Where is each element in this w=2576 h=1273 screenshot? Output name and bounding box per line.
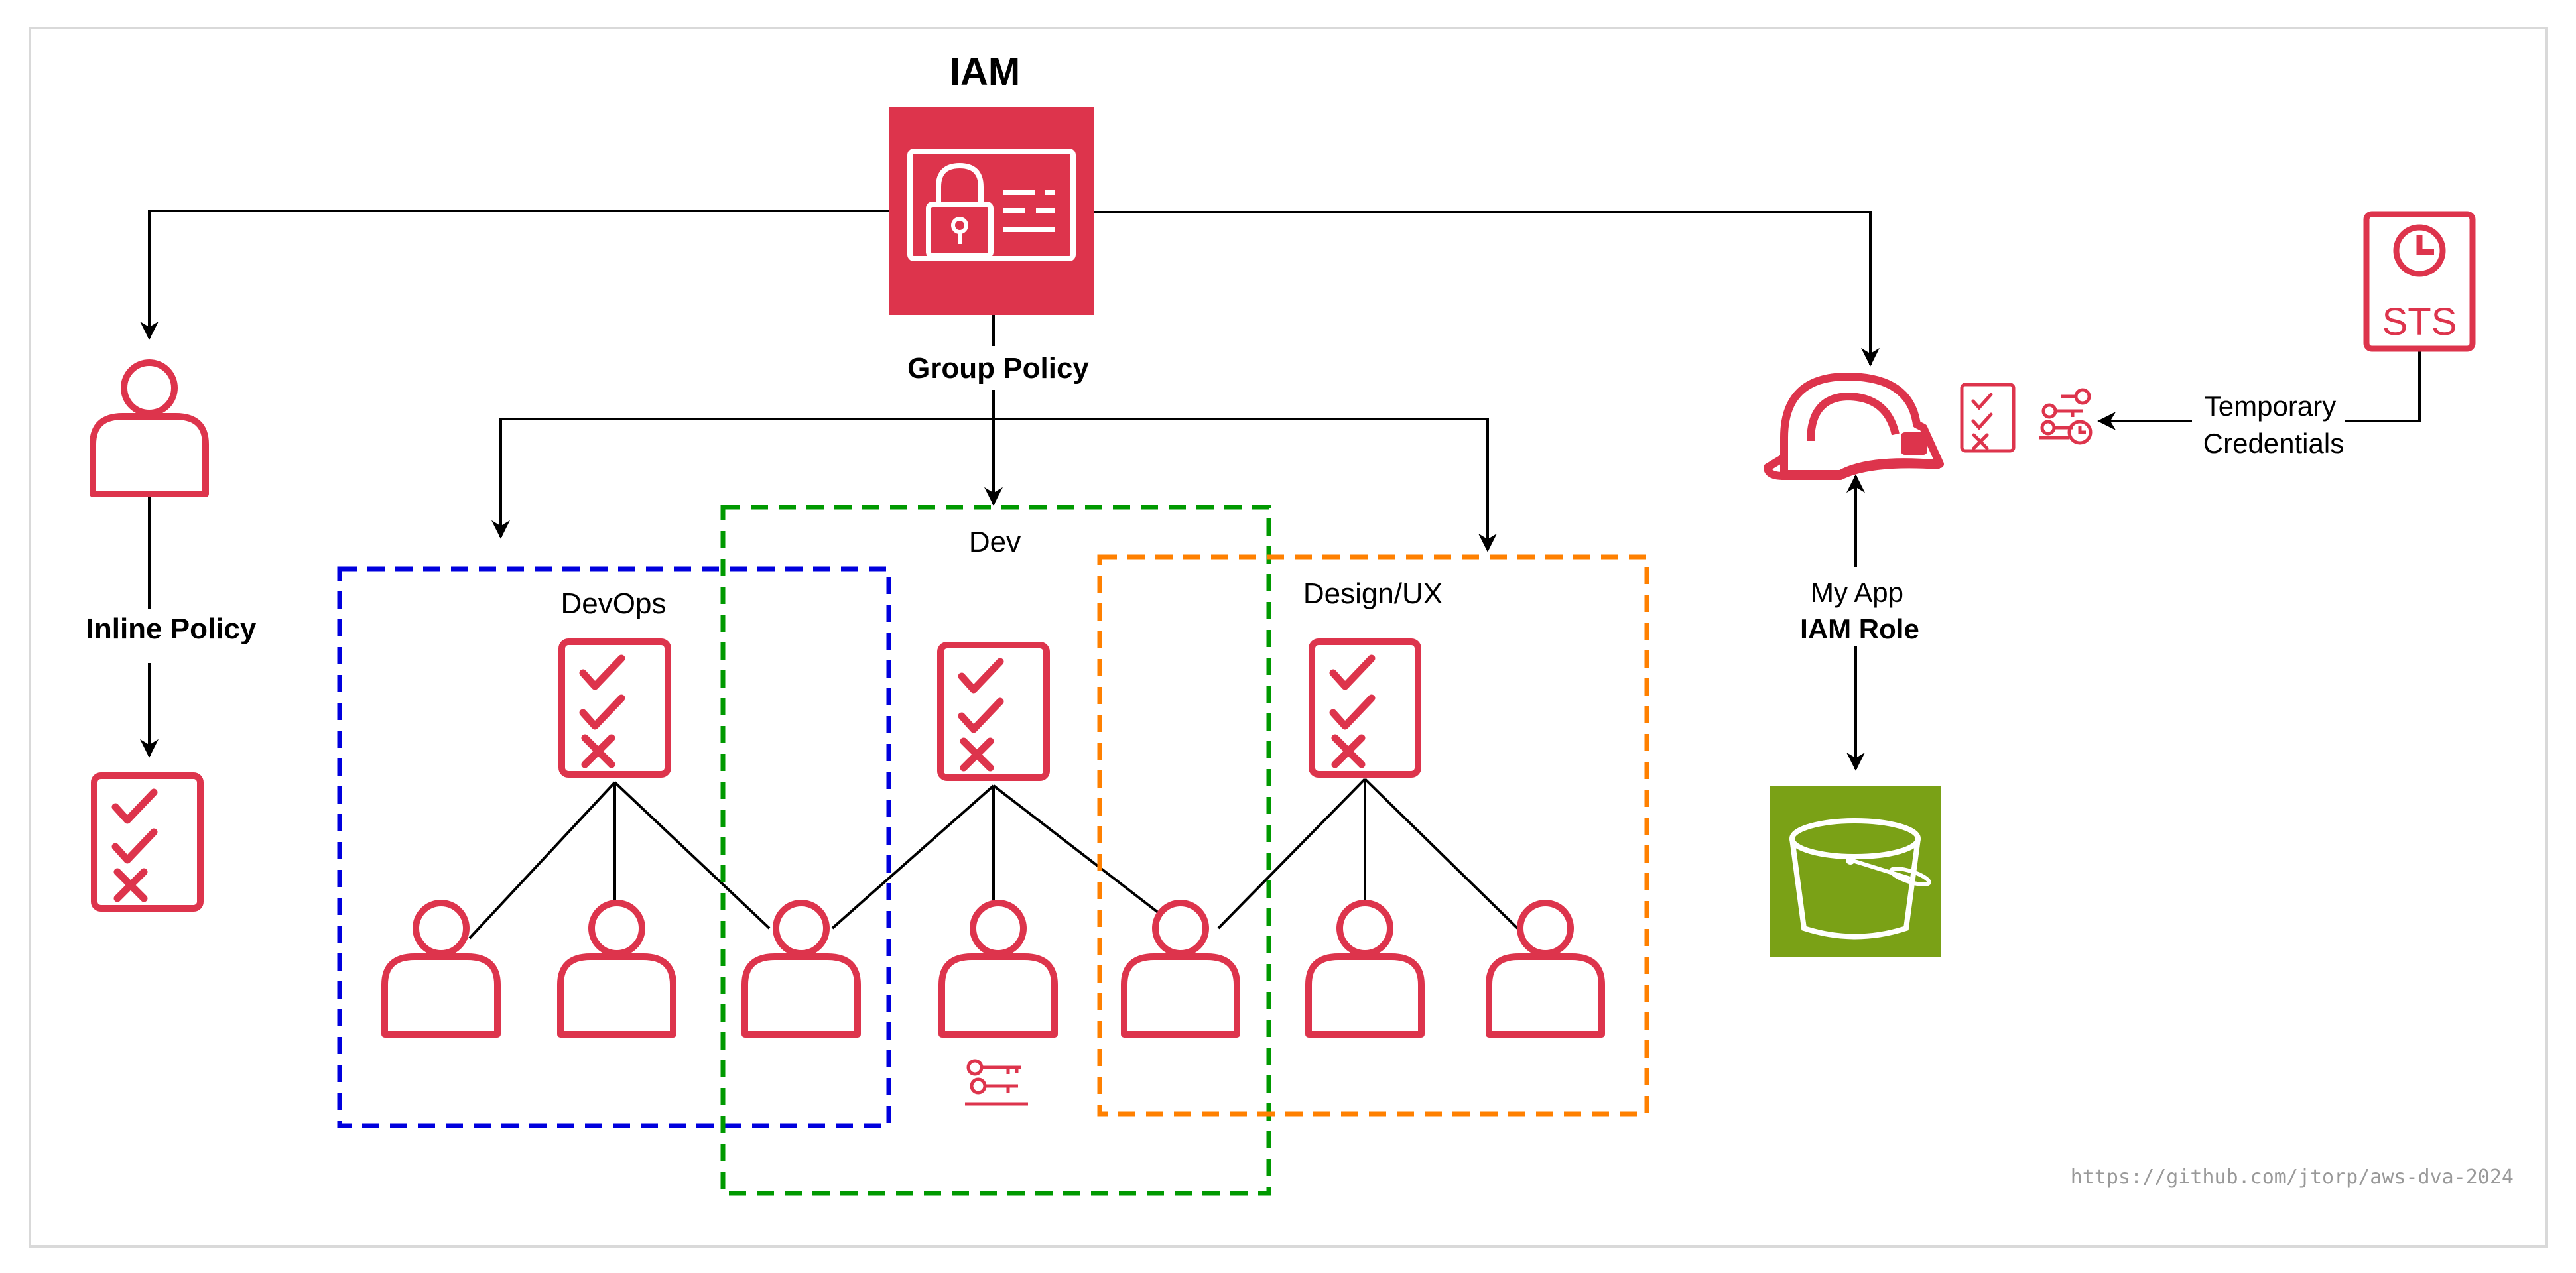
dev-policy-doc-icon xyxy=(940,645,1047,778)
group-name-design: Design/UX xyxy=(1303,577,1443,610)
group-box-dev xyxy=(720,505,1271,1196)
group-policy-label-bg xyxy=(894,346,1093,390)
connectors xyxy=(140,210,2421,940)
source-url: https://github.com/jtorp/aws-dva-2024 xyxy=(2071,1166,2514,1189)
devops-policy-doc-icon xyxy=(562,642,668,774)
inline-policy-label: Inline Policy xyxy=(86,613,257,645)
s3-bucket-icon xyxy=(1770,786,1941,957)
dev-policy-links xyxy=(831,784,1180,930)
standalone-user-icon xyxy=(93,363,206,494)
shared-dev-design-user-icon xyxy=(1124,903,1237,1034)
group-box-devops xyxy=(337,566,891,1128)
iam-role-label: IAM Role xyxy=(1800,613,1919,644)
devops-user-1-icon xyxy=(385,903,497,1034)
my-app-label: My App xyxy=(1811,577,1903,608)
iam-to-role-arrow xyxy=(1093,211,1880,367)
design-policy-doc-icon xyxy=(1312,642,1418,774)
iam-to-user-arrow xyxy=(140,210,889,340)
temporary-credentials-keys-icon xyxy=(2039,388,2093,445)
iam-service-icon xyxy=(889,107,1094,315)
group-name-dev: Dev xyxy=(969,526,1021,558)
inline-policy-label-bg xyxy=(73,609,229,652)
temporary-credentials-label-line2: Credentials xyxy=(2203,428,2344,459)
diagram-title: IAM xyxy=(950,50,1020,93)
group-policy-to-devops-arrow xyxy=(491,418,994,539)
temporary-credentials-label-line1: Temporary xyxy=(2205,391,2336,422)
temporary-credentials-label-bg xyxy=(2192,387,2345,461)
design-user-1-icon xyxy=(1309,903,1421,1034)
group-name-devops: DevOps xyxy=(561,587,667,620)
inline-policy-doc-icon xyxy=(94,776,200,908)
devops-user-2-icon xyxy=(560,903,673,1034)
design-policy-links xyxy=(1217,778,1519,930)
sts-label: STS xyxy=(2382,300,2457,343)
devops-policy-links xyxy=(468,781,771,940)
dev-user-icon xyxy=(942,903,1055,1034)
iam-role-hardhat-icon xyxy=(1764,373,1944,480)
role-policy-doc-icon xyxy=(1960,383,2016,453)
iam-role-label-bg xyxy=(1794,570,1920,646)
group-policy-label: Group Policy xyxy=(907,352,1089,385)
sts-service-icon: STS xyxy=(2363,211,2476,352)
group-policy-to-design-arrow xyxy=(994,418,1497,552)
group-box-design xyxy=(1097,554,1649,1117)
access-keys-icon xyxy=(965,1061,1028,1104)
diagram-frame xyxy=(29,27,2548,1248)
design-user-2-icon xyxy=(1489,903,1602,1034)
